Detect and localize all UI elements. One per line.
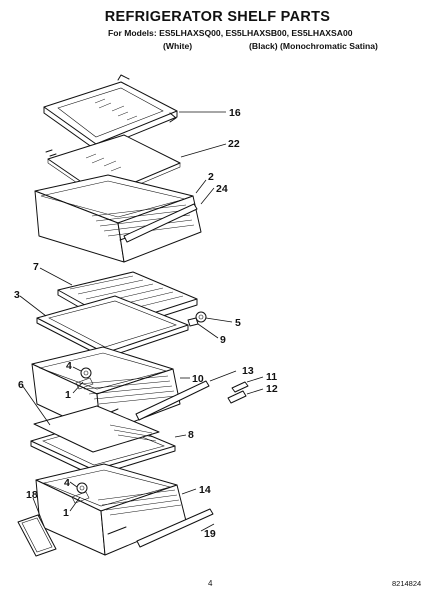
callout-4-upper: 4 <box>66 360 72 372</box>
callout-7: 7 <box>33 261 39 273</box>
page-number: 4 <box>208 579 213 588</box>
callout-6: 6 <box>18 379 24 391</box>
document-number: 8214824 <box>392 579 422 588</box>
callout-13: 13 <box>242 365 254 377</box>
part-13-rail <box>135 380 210 421</box>
page-title: REFRIGERATOR SHELF PARTS <box>104 9 331 25</box>
callout-10: 10 <box>192 373 204 385</box>
part-4-control-lower <box>71 482 90 504</box>
callout-4-lower: 4 <box>64 477 70 489</box>
callout-24: 24 <box>216 183 228 195</box>
part-12-slide <box>227 390 247 404</box>
callout-14: 14 <box>199 484 211 496</box>
callout-11: 11 <box>266 371 277 383</box>
callout-2: 2 <box>208 171 214 183</box>
callout-12: 12 <box>266 383 278 395</box>
callout-3: 3 <box>14 289 20 301</box>
callout-16: 16 <box>229 107 241 119</box>
callout-8: 8 <box>188 429 194 441</box>
part-24-rail <box>123 203 198 243</box>
part-19-rail <box>136 508 214 548</box>
callout-1-lower: 1 <box>63 507 69 519</box>
part-18-label-card <box>17 514 57 557</box>
callout-22: 22 <box>228 138 240 150</box>
part-14-drawer <box>35 463 187 556</box>
part-3-frame <box>36 295 189 359</box>
callout-1-upper: 1 <box>65 389 71 401</box>
part-11-slide <box>231 381 249 393</box>
callout-9: 9 <box>220 334 226 346</box>
callout-18: 18 <box>26 489 38 501</box>
part-9-clip <box>187 317 199 327</box>
part-6-glass <box>33 405 160 453</box>
variant-white: (White) <box>163 41 193 51</box>
variant-black: (Black) (Monochromatic Satina) <box>249 41 378 51</box>
part-16-shelf-frame <box>43 74 178 151</box>
callout-19: 19 <box>204 528 216 540</box>
models-line: For Models: ES5LHAXSQ00, ES5LHAXSB00, ES… <box>108 28 353 38</box>
part-5-knob <box>195 311 207 323</box>
callout-5: 5 <box>235 317 241 329</box>
leader-lines <box>19 111 264 532</box>
